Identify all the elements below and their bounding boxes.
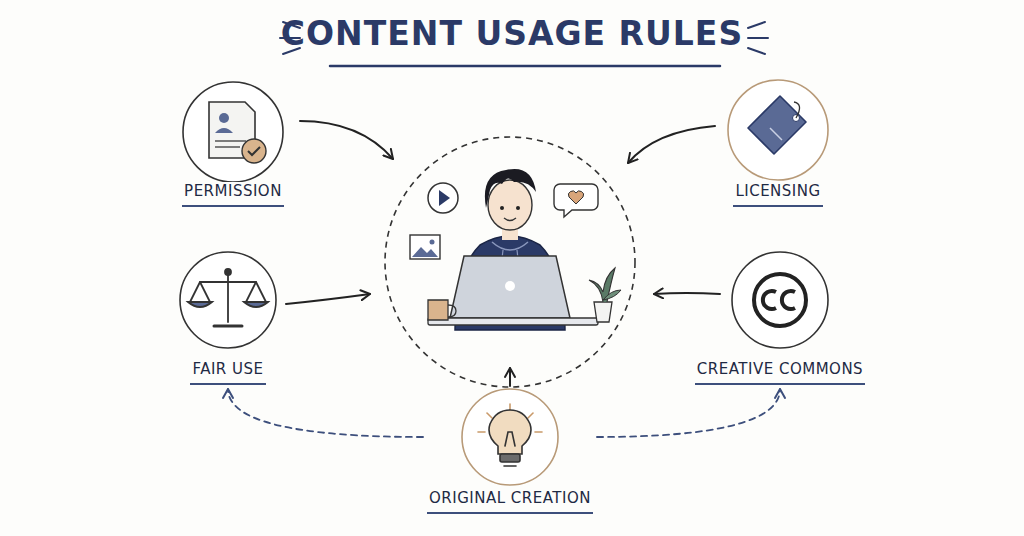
node-label: FAIR USE bbox=[190, 360, 265, 385]
icon-node: CREATIVE COMMONS bbox=[691, 250, 869, 385]
person-illustration bbox=[410, 169, 621, 330]
center-ring bbox=[385, 137, 635, 387]
icon-space bbox=[178, 250, 278, 350]
cc-logo bbox=[754, 274, 806, 326]
document-icon bbox=[209, 102, 266, 163]
icon-space bbox=[460, 387, 560, 487]
node-label: ORIGINAL CREATION bbox=[427, 489, 593, 514]
node-label: LICENSING bbox=[733, 182, 822, 207]
icon-space bbox=[183, 82, 283, 182]
icon-node: ORIGINAL CREATION bbox=[423, 387, 597, 514]
dashed-connector bbox=[597, 389, 780, 437]
icon-node: PERMISSION bbox=[178, 82, 288, 207]
dashed-connector bbox=[228, 389, 423, 437]
icon-space bbox=[728, 80, 828, 180]
bulb-icon bbox=[478, 404, 542, 466]
icon-node: LICENSING bbox=[724, 80, 832, 207]
tag-icon bbox=[748, 96, 806, 154]
scales-icon bbox=[188, 269, 268, 326]
flow-arrows bbox=[286, 121, 720, 386]
icon-space bbox=[730, 250, 830, 350]
icon-circles bbox=[180, 80, 828, 485]
node-label: PERMISSION bbox=[182, 182, 284, 207]
node-label: CREATIVE COMMONS bbox=[695, 360, 865, 385]
icon-node: FAIR USE bbox=[174, 250, 282, 385]
diagram-title: CONTENT USAGE RULES bbox=[0, 14, 1024, 53]
